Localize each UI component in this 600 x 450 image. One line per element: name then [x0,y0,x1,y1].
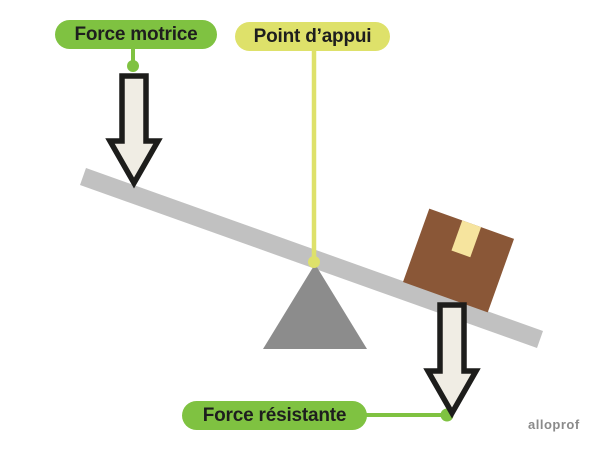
label-point-appui-text: Point d’appui [253,25,372,47]
box-body [403,208,515,313]
force-motrice-down-arrow-icon [105,73,163,189]
label-point-appui: Point d’appui [235,22,390,51]
force-resistante-down-arrow-icon [423,302,481,419]
fulcrum-triangle [263,264,367,349]
box-tape-icon [451,220,482,258]
force-motrice-dot [127,60,139,72]
label-force-resistante-text: Force résistante [202,404,347,426]
alloprof-logo: alloprof [528,417,580,432]
load-box [403,208,515,313]
point-appui-dot [308,256,320,268]
label-force-resistante: Force résistante [182,401,367,430]
label-force-motrice: Force motrice [55,20,217,49]
label-force-motrice-text: Force motrice [74,23,198,45]
